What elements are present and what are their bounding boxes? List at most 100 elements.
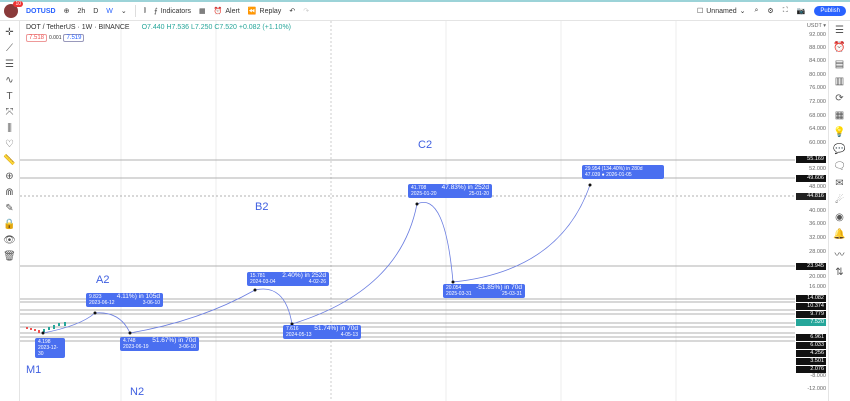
annotation-end-date: 3-06-10 xyxy=(178,344,196,350)
price-axis-label: -12.000 xyxy=(807,386,826,392)
notifications-icon[interactable]: 🔔 xyxy=(833,229,846,240)
trend-line-icon[interactable]: ⟋ xyxy=(6,43,13,54)
pattern-icon[interactable]: ∿ xyxy=(5,75,14,86)
price-axis-label: 20.000 xyxy=(809,274,826,280)
price-axis-label: 84.000 xyxy=(809,58,826,64)
annotation-end-date: 4-02-26 xyxy=(308,279,326,285)
annotation-end-date: 3-06-10 xyxy=(142,300,160,306)
price-tag: 4.256 xyxy=(796,350,826,357)
calendar-icon[interactable]: ▦ xyxy=(834,110,845,121)
chat-icon[interactable]: 💬 xyxy=(833,144,846,155)
price-tag: 7.520 xyxy=(796,319,826,326)
price-tag: 2.076 xyxy=(796,366,826,373)
price-axis-label: 76.000 xyxy=(809,85,826,91)
lock-draw-icon[interactable]: ✎ xyxy=(5,203,14,214)
zoom-icon[interactable]: ⊕ xyxy=(5,171,14,182)
hotlist-icon[interactable]: ⟳ xyxy=(835,93,844,104)
layout-button[interactable]: ☐Unnamed⌄ xyxy=(696,7,746,16)
replay-icon: ⏪ xyxy=(247,8,257,15)
undo-icon[interactable]: ↶ xyxy=(289,8,296,15)
top-toolbar: 10 DOTUSD ⊕ 2h D W ⌄ ⫾ ⨍Indicators ▦ ⏰Al… xyxy=(0,0,850,21)
eye-icon[interactable]: 👁 xyxy=(3,235,16,246)
annotation-change: 4.11%) in 105d xyxy=(116,293,160,300)
crosshair-icon[interactable]: ✛ xyxy=(5,27,14,38)
indicators-button[interactable]: ⨍Indicators xyxy=(154,7,191,16)
sell-price[interactable]: 7.518 xyxy=(26,34,48,42)
heart-icon[interactable]: ♡ xyxy=(5,139,14,150)
indicators-icon: ⨍ xyxy=(154,8,158,15)
right-sidebar: ☰ ⏰ ▤ ▥ ⟳ ▦ 💡 💬 🗨 ✉ ☄ ◉ 🔔 〰 ⇅ xyxy=(828,21,850,401)
annotation-date: 2023-12-30 xyxy=(38,345,59,357)
templates-icon[interactable]: ▦ xyxy=(199,8,206,15)
search-icon[interactable]: ⌕ xyxy=(754,7,759,14)
replay-button[interactable]: ⏪Replay xyxy=(247,7,282,16)
magnet-icon[interactable]: ⋒ xyxy=(5,187,14,198)
candle-type-icon[interactable]: ⫾ xyxy=(143,7,147,14)
divider xyxy=(134,5,136,17)
wave-label-c2: C2 xyxy=(418,139,433,151)
annotation-date: 2024-03-04 xyxy=(250,279,276,285)
wave-label-m1: M1 xyxy=(26,364,42,376)
price-tag: 44.816 xyxy=(796,193,826,200)
drawing-toolbar: ✛ ⟋ ☰ ∿ T ⤧ ⫼ ♡ 📏 ⊕ ⋒ ✎ 🔒 👁 🗑 xyxy=(0,21,20,401)
dom-icon[interactable]: ⇅ xyxy=(835,267,844,278)
measure-icon[interactable]: ⫼ xyxy=(7,123,12,134)
camera-icon[interactable]: 📷 xyxy=(796,8,806,15)
annotation-date: 2024-05-13 xyxy=(286,332,312,338)
notification-badge: 10 xyxy=(13,1,23,7)
price-axis-label: 80.000 xyxy=(809,72,826,78)
price-axis-label: 72.000 xyxy=(809,99,826,105)
broadcast-icon[interactable]: ◉ xyxy=(835,212,844,223)
publish-button[interactable]: Publish xyxy=(814,6,846,16)
fib-icon[interactable]: ☰ xyxy=(5,59,14,70)
idea-icon[interactable]: 💡 xyxy=(833,127,846,138)
alert-button[interactable]: ⏰Alert xyxy=(214,7,240,16)
messages-icon[interactable]: ✉ xyxy=(835,178,844,189)
price-axis-label: 32.000 xyxy=(809,235,826,241)
interval-2h[interactable]: 2h xyxy=(77,7,86,15)
layout-name: Unnamed xyxy=(706,7,737,15)
annotation-price: 4.748 xyxy=(123,338,136,344)
alarm-icon[interactable]: ⏰ xyxy=(833,42,846,53)
prediction-icon[interactable]: ⤧ xyxy=(5,107,14,118)
price-tag: 23.945 xyxy=(796,263,826,270)
add-symbol-icon[interactable]: ⊕ xyxy=(63,8,70,15)
interval-w[interactable]: W xyxy=(106,7,113,15)
fullscreen-icon[interactable]: ⛶ xyxy=(782,7,788,14)
chevron-down-icon[interactable]: ⌄ xyxy=(120,8,127,15)
annotation-price: 41.708 xyxy=(411,185,427,191)
symbol-search[interactable]: DOTUSD xyxy=(26,7,56,15)
calendar-list-icon[interactable]: ▥ xyxy=(834,76,845,87)
annotation-change: 51.67%) in 70d xyxy=(152,337,196,344)
interval-d[interactable]: D xyxy=(93,7,99,15)
gear-icon[interactable]: ⚙ xyxy=(767,8,774,15)
text-icon[interactable]: T xyxy=(6,91,13,102)
price-axis-label: 64.000 xyxy=(809,126,826,132)
redo-icon[interactable]: ↷ xyxy=(303,8,310,15)
price-axis-label: 48.000 xyxy=(809,184,826,190)
annotation-end-date: 4-05-13 xyxy=(340,332,358,338)
currency-selector[interactable]: USDT ▾ xyxy=(806,23,826,29)
lock-icon[interactable]: 🔒 xyxy=(3,219,16,230)
wave-path xyxy=(42,184,591,334)
annotation-price: 7.616 xyxy=(286,326,299,332)
ruler-icon[interactable]: 📏 xyxy=(3,155,16,166)
price-tag: 14.082 xyxy=(796,295,826,302)
trash-icon[interactable]: 🗑 xyxy=(3,251,16,262)
news-icon[interactable]: ▤ xyxy=(834,59,845,70)
buy-price[interactable]: 7.519 xyxy=(63,34,85,42)
avatar[interactable]: 10 xyxy=(4,1,23,18)
streams-icon[interactable]: ☄ xyxy=(835,195,844,206)
chats-icon[interactable]: 🗨 xyxy=(833,161,846,172)
annotation-price: 20.054 xyxy=(446,285,462,291)
watchlist-icon[interactable]: ☰ xyxy=(835,25,844,36)
pulse-icon[interactable]: 〰 xyxy=(834,250,845,261)
